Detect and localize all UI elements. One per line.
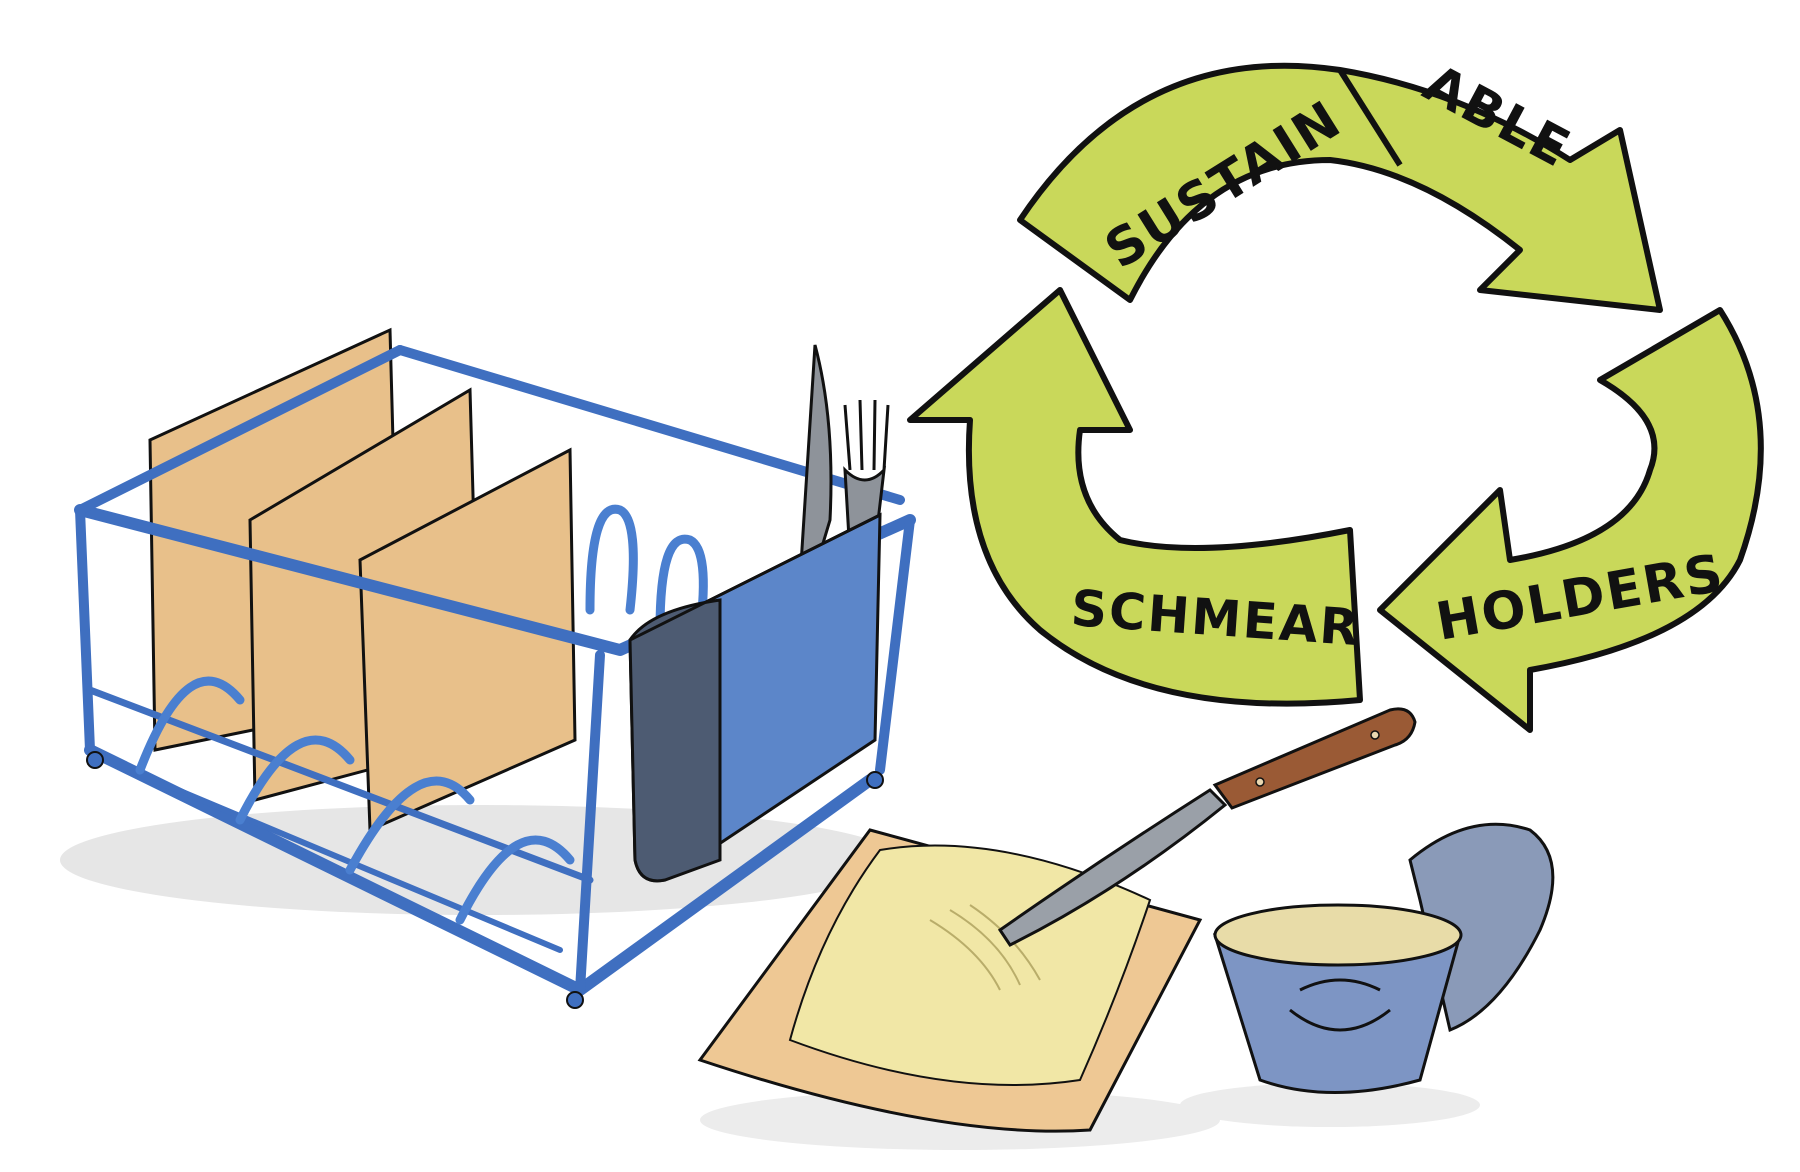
knife-handle xyxy=(1212,707,1417,810)
rack-floor-2 xyxy=(127,767,563,953)
rack-loop-2 xyxy=(655,534,708,635)
recycle-arrow-top xyxy=(1017,62,1663,313)
holder-rim xyxy=(629,513,881,642)
dish-rack xyxy=(60,327,916,1009)
rack-foot-3 xyxy=(866,771,884,789)
rack-top-rail-back xyxy=(75,345,405,515)
knife-blade xyxy=(997,788,1228,947)
rack-front-post xyxy=(575,650,605,995)
cream-cheese-tub xyxy=(1180,822,1555,1127)
holder-side xyxy=(628,598,722,883)
recycle-arrow-top-seam xyxy=(1337,68,1403,167)
rack-foot-1 xyxy=(86,751,104,769)
recycle-arrow-left xyxy=(907,287,1363,707)
rack-divider-3 xyxy=(345,776,475,875)
matzah-boards xyxy=(148,327,577,833)
tub-body xyxy=(1212,933,1462,1094)
rack-divider-1 xyxy=(135,676,245,775)
rack-divider-2 xyxy=(235,735,355,825)
knife-rivet-1 xyxy=(1255,777,1265,787)
utensil-holder xyxy=(628,512,882,883)
rack-knife-icon xyxy=(798,344,833,582)
rack-shadow xyxy=(60,805,900,915)
matzah-board-3 xyxy=(358,447,577,833)
rack-right-post xyxy=(875,515,915,775)
tub-smile-icon xyxy=(1289,978,1391,1032)
rack-foot-2 xyxy=(566,991,584,1009)
rack-left-post xyxy=(75,505,95,755)
tub-rim xyxy=(1213,903,1463,967)
tub-shadow xyxy=(1180,1083,1480,1127)
spreading-knife-icon xyxy=(997,707,1417,947)
rack-loop-1 xyxy=(585,504,638,615)
knife-rivet-2 xyxy=(1370,730,1380,740)
rack-divider-4 xyxy=(455,835,575,925)
recycle-symbol: SUSTAIN ABLE HOLDERS SCHMEAR xyxy=(907,54,1764,733)
recycle-arrow-right xyxy=(1377,307,1764,733)
